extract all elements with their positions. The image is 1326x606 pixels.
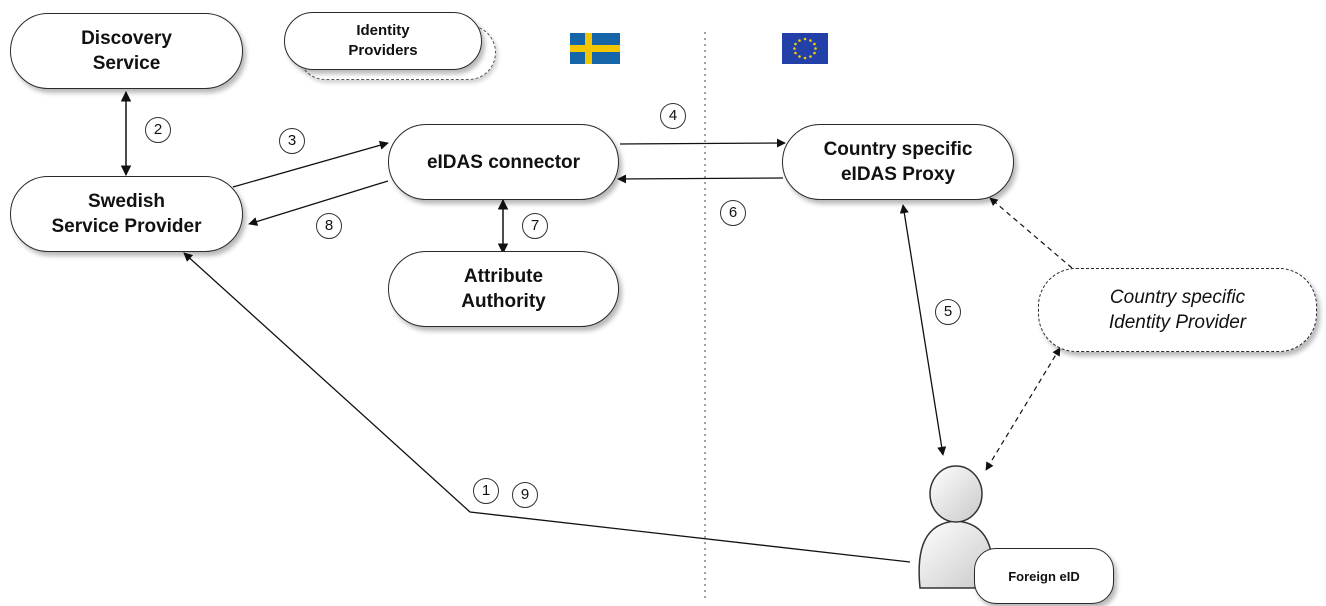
arrow-step-6 xyxy=(617,174,784,184)
step-2-marker: 2 xyxy=(145,117,171,143)
step-5-marker: 5 xyxy=(935,299,961,325)
step-1-marker: 1 xyxy=(473,478,499,504)
sweden-flag-icon xyxy=(570,33,620,64)
country-eidas-proxy-node: Country specific eIDAS Proxy xyxy=(782,124,1014,200)
step-3-marker: 3 xyxy=(279,128,305,154)
step-4-marker: 4 xyxy=(660,103,686,129)
step-7-marker: 7 xyxy=(522,213,548,239)
step-9-marker: 9 xyxy=(512,482,538,508)
arrow-idp-to-proxy xyxy=(989,197,1073,269)
country-identity-provider-node: Country specific Identity Provider xyxy=(1038,268,1317,352)
eidas-connector-node: eIDAS connector xyxy=(388,124,619,200)
arrow-idp-to-user xyxy=(985,347,1061,471)
arrow-step-1-9 xyxy=(183,252,911,563)
arrow-step-5 xyxy=(899,204,947,456)
arrow-step-3 xyxy=(232,140,389,188)
attribute-authority-node: Attribute Authority xyxy=(388,251,619,327)
swedish-service-provider-node: Swedish Service Provider xyxy=(10,176,243,252)
discovery-service-node: Discovery Service xyxy=(10,13,243,89)
identity-providers-node: Identity Providers xyxy=(284,12,482,70)
step-6-marker: 6 xyxy=(720,200,746,226)
step-8-marker: 8 xyxy=(316,213,342,239)
eu-flag-icon xyxy=(782,33,828,64)
foreign-eid-node: Foreign eID xyxy=(974,548,1114,604)
arrow-step-8 xyxy=(248,180,389,226)
arrow-step-4 xyxy=(619,138,786,148)
